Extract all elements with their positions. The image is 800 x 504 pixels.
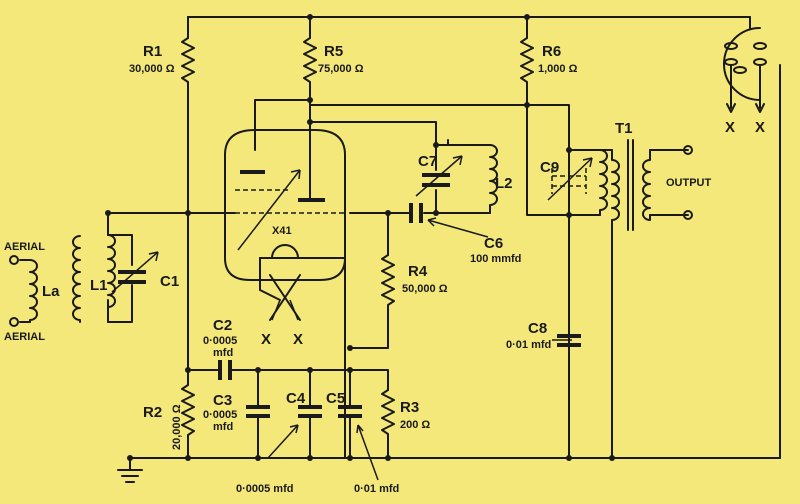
coil-la-symbol xyxy=(29,259,38,323)
coil-c9-tank-symbol xyxy=(599,149,608,216)
capacitor-c5-symbol xyxy=(338,405,362,418)
c4-name: C4 xyxy=(286,390,306,407)
resistor-r5-symbol xyxy=(303,37,317,91)
resistor-r4-symbol xyxy=(381,254,395,311)
c9-name: C9 xyxy=(540,159,559,176)
coil-l1-secondary-symbol xyxy=(107,234,116,311)
r4-value: 50,000 Ω xyxy=(402,283,448,295)
l1-name: L1 xyxy=(90,277,108,294)
c8-value: 0·01 mfd xyxy=(506,339,551,351)
c3-name: C3 xyxy=(213,392,232,409)
c1-name: C1 xyxy=(160,273,179,290)
l2-name: L2 xyxy=(495,175,513,192)
junction-dots xyxy=(105,14,615,461)
r3-name: R3 xyxy=(400,399,419,416)
r4-name: R4 xyxy=(408,263,428,280)
resistor-r6-symbol xyxy=(520,37,534,91)
c5-name: C5 xyxy=(326,390,345,407)
capacitor-c8-symbol xyxy=(557,334,581,347)
transformer-t1-symbol xyxy=(611,139,651,231)
valve-holder-symbol xyxy=(723,27,767,113)
r3-value: 200 Ω xyxy=(400,419,430,431)
c3-value-line2: mfd xyxy=(213,421,233,433)
x-mark-2: X xyxy=(293,331,303,348)
capacitor-c9-symbol xyxy=(547,157,593,201)
capacitor-c1-symbol xyxy=(111,251,159,293)
r6-value: 1,000 Ω xyxy=(538,63,578,75)
c6-name: C6 xyxy=(484,235,503,252)
capacitor-c2-symbol xyxy=(218,360,232,380)
c8-name: C8 xyxy=(528,320,547,337)
valve-name: X41 xyxy=(272,225,292,237)
r2-value: 20,000 Ω xyxy=(171,404,183,450)
coil-l1-primary-symbol xyxy=(72,235,81,323)
capacitor-c6-symbol xyxy=(409,203,423,223)
t1-name: T1 xyxy=(615,120,633,137)
r1-name: R1 xyxy=(143,43,162,60)
aerial-label-bottom: AERIAL xyxy=(4,331,45,343)
resistor-r2-symbol xyxy=(181,354,195,446)
la-name: La xyxy=(42,283,60,300)
aerial-label-top: AERIAL xyxy=(4,241,45,253)
arrow-leaders xyxy=(267,217,572,481)
c2-value-line1: 0·0005 xyxy=(203,335,237,347)
r6-name: R6 xyxy=(542,43,561,60)
terminals xyxy=(9,145,693,327)
c2-value-line2: mfd xyxy=(213,347,233,359)
x-mark-3: X xyxy=(725,119,735,136)
resistor-r3-symbol xyxy=(381,389,395,441)
c3-value-line1: 0·0005 xyxy=(203,409,237,421)
c7-name: C7 xyxy=(418,153,437,170)
r1-value: 30,000 Ω xyxy=(129,63,175,75)
r5-value: 75,000 Ω xyxy=(318,63,364,75)
r5-name: R5 xyxy=(324,43,343,60)
c5-value: 0·01 mfd xyxy=(354,483,399,495)
x-mark-4: X xyxy=(755,119,765,136)
wiring xyxy=(19,16,781,483)
c4-value: 0·0005 mfd xyxy=(236,483,293,495)
capacitor-c7-symbol xyxy=(415,155,463,197)
capacitor-c4-symbol xyxy=(298,405,322,418)
valve-x41-symbol xyxy=(224,121,346,281)
resistor-r1-symbol xyxy=(181,37,195,91)
output-label: OUTPUT xyxy=(666,177,712,189)
coil-l2-symbol xyxy=(489,144,498,214)
r2-name: R2 xyxy=(143,404,162,421)
c2-name: C2 xyxy=(213,317,232,334)
capacitor-c3-symbol xyxy=(246,405,270,418)
c6-value: 100 mmfd xyxy=(470,253,521,265)
x-mark-1: X xyxy=(261,331,271,348)
